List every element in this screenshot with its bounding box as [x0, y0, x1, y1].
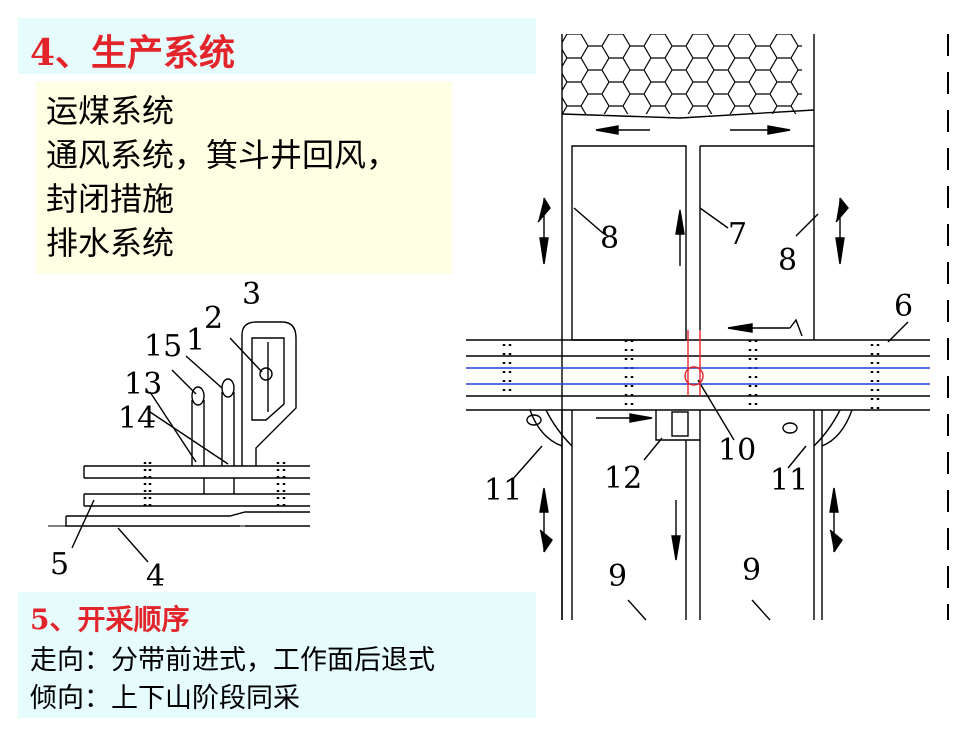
- label-1: 1: [186, 323, 205, 358]
- systems-item: 运煤系统: [46, 92, 175, 130]
- label-8-left: 8: [600, 221, 619, 256]
- label-3: 3: [242, 277, 261, 312]
- label-10: 10: [718, 433, 756, 468]
- label-11-right: 11: [770, 463, 808, 498]
- systems-item: 排水系统: [46, 224, 175, 262]
- mining-order-box: 5、开采顺序 走向：分带前进式，工作面后退式 倾向：上下山阶段同采: [18, 592, 536, 718]
- dip-order: 倾向：上下山阶段同采: [30, 683, 300, 714]
- label-4: 4: [146, 559, 165, 594]
- label-15: 15: [144, 329, 182, 364]
- label-7: 7: [728, 217, 747, 252]
- section-heading: 4、生产系统: [30, 32, 236, 74]
- red-shaft-marker: [684, 330, 704, 396]
- right-layout-diagram: [466, 34, 949, 621]
- label-8-right: 8: [778, 243, 797, 278]
- label-13: 13: [124, 367, 162, 402]
- systems-item: 封闭措施: [46, 180, 175, 218]
- label-9-left: 9: [608, 559, 627, 594]
- blue-roadway-lines: [466, 367, 930, 385]
- strike-order: 走向：分带前进式，工作面后退式: [30, 645, 435, 676]
- label-5: 5: [50, 547, 69, 582]
- left-layout-diagram: [48, 321, 310, 563]
- label-12: 12: [604, 461, 642, 496]
- mining-order-heading: 5、开采顺序: [30, 603, 190, 636]
- label-14: 14: [118, 401, 156, 436]
- label-2: 2: [204, 301, 223, 336]
- label-9-right: 9: [742, 553, 761, 588]
- label-11-left: 11: [484, 473, 522, 508]
- label-6: 6: [894, 289, 913, 324]
- systems-item: 通风系统，箕斗井回风，: [46, 136, 399, 174]
- systems-list: 运煤系统 通风系统，箕斗井回风， 封闭措施 排水系统: [36, 82, 452, 274]
- section-heading-box: 4、生产系统: [18, 18, 536, 74]
